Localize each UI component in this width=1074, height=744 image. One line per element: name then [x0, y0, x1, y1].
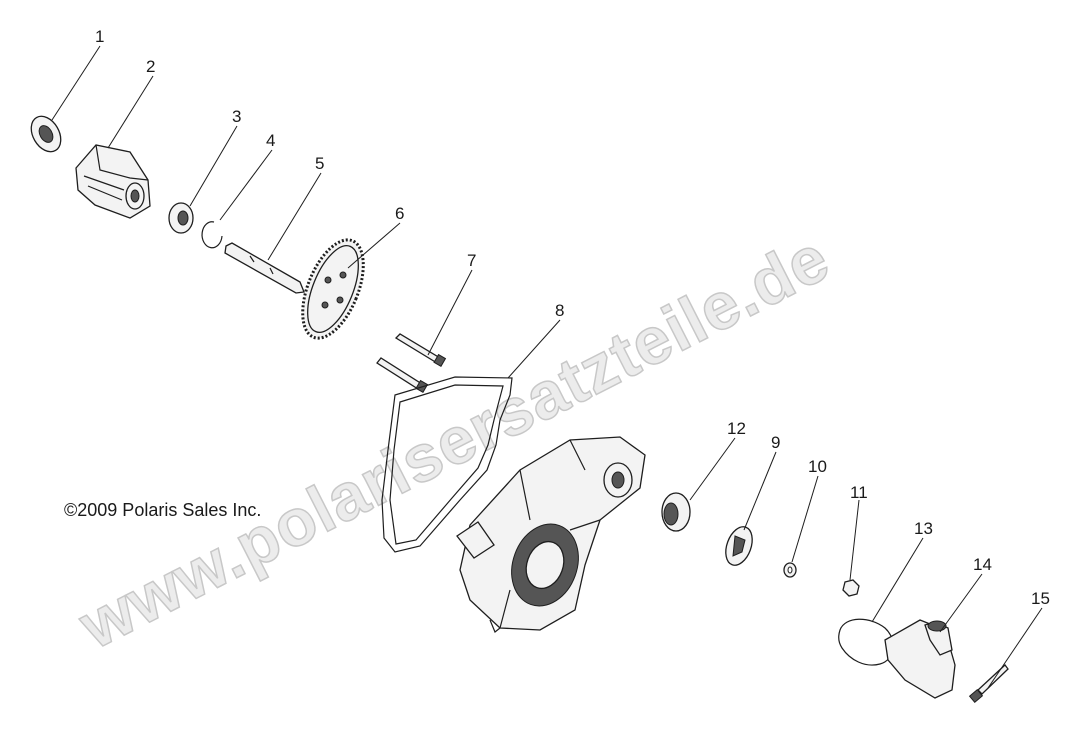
part-11-nut — [842, 579, 860, 597]
callout-14: 14 — [973, 555, 992, 574]
callout-3: 3 — [232, 107, 241, 126]
callout-10: 10 — [808, 457, 827, 476]
leader-lines — [51, 45, 1043, 689]
copyright-text: ©2009 Polaris Sales Inc. — [64, 500, 261, 520]
part-2-pump-housing — [75, 144, 151, 219]
part-8-gasket — [381, 376, 513, 553]
callout-4: 4 — [266, 131, 275, 150]
callout-13: 13 — [914, 519, 933, 538]
callout-12: 12 — [727, 419, 746, 438]
callout-5: 5 — [315, 154, 324, 173]
part-14-water-pump-cover — [884, 619, 956, 699]
callout-7: 7 — [467, 251, 476, 270]
part-9-impeller — [725, 526, 753, 566]
part-3-bearing — [168, 202, 194, 234]
part-12-seal — [661, 492, 691, 532]
callout-1: 1 — [95, 27, 104, 46]
callout-6: 6 — [395, 204, 404, 223]
svg-text:www.polarisersatzteile.de: www.polarisersatzteile.de — [67, 220, 841, 663]
part-1-rotor — [30, 115, 62, 153]
part-7-bolts — [376, 333, 447, 394]
callout-8: 8 — [555, 301, 564, 320]
callout-2: 2 — [146, 57, 155, 76]
part-15-bolt — [968, 664, 1009, 703]
part-4-snap-ring — [201, 221, 223, 249]
part-5-shaft — [224, 242, 305, 294]
callout-labels: 1 2 3 4 5 6 7 8 12 9 10 11 13 14 15 — [95, 27, 1050, 608]
part-6-gear — [301, 238, 365, 340]
part-10-washer — [783, 562, 797, 578]
callout-11: 11 — [850, 483, 868, 502]
part-13-o-ring — [838, 618, 894, 666]
watermark: www.polarisersatzteile.de — [66, 219, 841, 663]
callout-15: 15 — [1031, 589, 1050, 608]
stator-cover — [456, 436, 646, 633]
callout-9: 9 — [771, 433, 780, 452]
